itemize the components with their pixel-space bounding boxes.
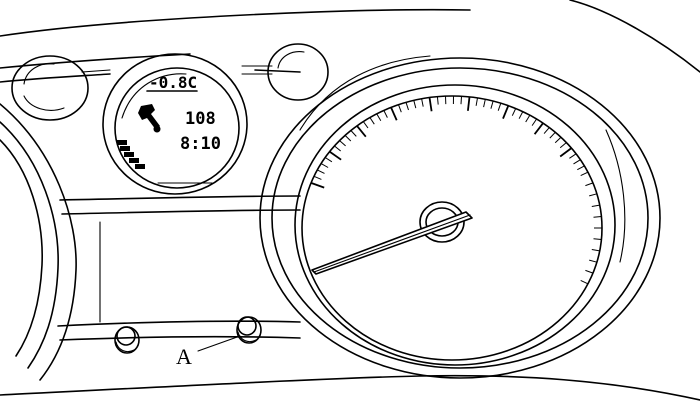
scale-tick xyxy=(436,96,439,105)
scale-tick xyxy=(502,105,510,119)
callout-a: A xyxy=(176,335,241,369)
scale-tick xyxy=(320,163,329,168)
scale-tick xyxy=(475,97,478,106)
speedometer xyxy=(259,55,661,379)
scale-tick xyxy=(405,102,409,111)
left-dial xyxy=(0,103,77,381)
scale-tick xyxy=(593,238,602,240)
scale-tick xyxy=(483,99,486,108)
scale-tick xyxy=(310,182,325,189)
scale-tick xyxy=(591,249,600,252)
scale-tick xyxy=(350,130,357,137)
scale-tick xyxy=(369,117,375,125)
scale-tick xyxy=(533,122,544,135)
scale-tick xyxy=(362,121,369,129)
scale-tick xyxy=(497,103,502,111)
service-value-readout: 108 xyxy=(185,109,216,129)
scale-tick xyxy=(390,107,398,121)
scale-tick xyxy=(339,140,346,147)
scale-tick xyxy=(356,125,367,138)
temperature-readout: -0.8C xyxy=(149,73,197,92)
scale-tick xyxy=(589,259,598,263)
scale-tick xyxy=(376,113,382,121)
scale-tick xyxy=(428,97,433,112)
scale-tick xyxy=(569,153,577,159)
scale-tick xyxy=(383,110,388,118)
scale-tick xyxy=(398,104,402,113)
left-knob xyxy=(11,55,111,121)
scale-tick xyxy=(585,269,594,274)
scale-tick xyxy=(334,145,342,152)
scale-tick xyxy=(329,150,342,161)
scale-tick xyxy=(559,147,572,158)
scale-tick xyxy=(591,204,600,207)
scale-tick xyxy=(580,279,589,285)
speedometer-needle xyxy=(311,201,473,275)
scale-tick xyxy=(549,131,556,139)
scale-tick xyxy=(580,171,589,177)
trip-reset-button xyxy=(236,316,262,344)
scale-tick xyxy=(460,96,462,105)
scale-tick xyxy=(593,216,602,218)
scale-tick xyxy=(421,98,424,107)
scale-tick xyxy=(344,135,352,142)
fuel-bar-icon xyxy=(117,140,145,169)
right-knob xyxy=(241,43,329,101)
scale-tick xyxy=(543,127,550,134)
scale-tick xyxy=(511,108,517,116)
scale-tick xyxy=(573,159,581,165)
scale-tick xyxy=(554,136,562,144)
callout-a-label: A xyxy=(176,344,192,369)
scale-tick xyxy=(589,193,598,197)
scale-tick xyxy=(525,114,531,123)
time-readout: 8:10 xyxy=(180,134,221,154)
center-display-gauge: -0.8C 108 8:10 xyxy=(102,53,248,195)
scale-tick xyxy=(324,157,333,163)
wrench-icon xyxy=(138,104,161,133)
scale-tick xyxy=(313,175,322,180)
scale-tick xyxy=(518,111,524,119)
left-push-button xyxy=(114,326,140,354)
scale-tick xyxy=(467,96,471,111)
scale-tick xyxy=(413,100,417,109)
scale-tick xyxy=(490,100,494,109)
scale-tick xyxy=(585,182,594,187)
scale-tick xyxy=(577,165,585,171)
scale-tick xyxy=(531,118,538,126)
speedometer-scale xyxy=(310,95,602,285)
scale-tick xyxy=(317,169,325,174)
scale-tick xyxy=(559,142,567,149)
